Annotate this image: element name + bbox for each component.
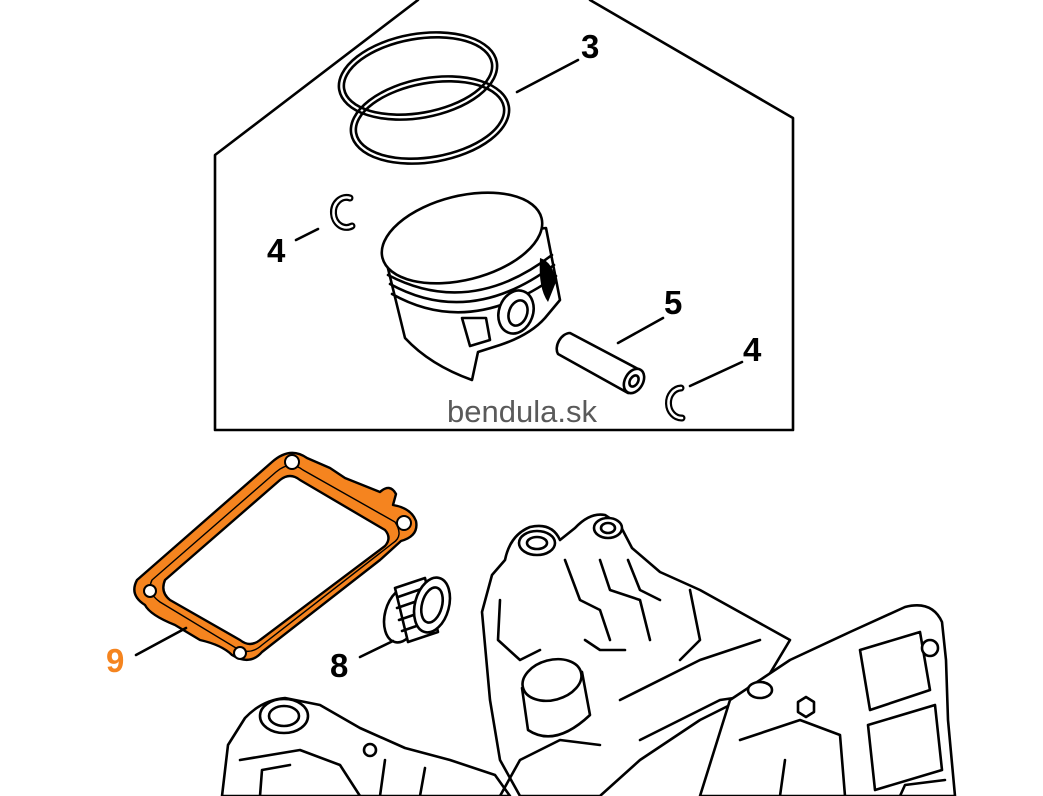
leader-line-5	[616, 316, 665, 345]
leader-line-4-right	[688, 360, 744, 388]
callout-5: 5	[664, 284, 682, 321]
crankcase-drawing	[220, 513, 957, 796]
piston-rings	[337, 31, 511, 165]
leader-line-9	[134, 626, 188, 657]
circlip-right	[665, 384, 686, 422]
piston	[380, 191, 562, 382]
callout-3: 3	[581, 28, 599, 65]
leader-line-4-left	[294, 227, 320, 242]
callout-8: 8	[330, 647, 348, 684]
callout-4-left: 4	[267, 232, 286, 269]
leader-line-8	[358, 639, 395, 659]
watermark-text: bendula.sk	[447, 394, 597, 429]
kit-frame	[213, 0, 795, 432]
cylinder-gasket	[133, 451, 418, 661]
leader-line-3	[515, 58, 580, 94]
circlip-left	[330, 193, 356, 231]
callout-4-right: 4	[743, 331, 762, 368]
piston-pin	[555, 331, 646, 395]
needle-bearing	[382, 576, 452, 644]
callout-9: 9	[106, 642, 124, 679]
